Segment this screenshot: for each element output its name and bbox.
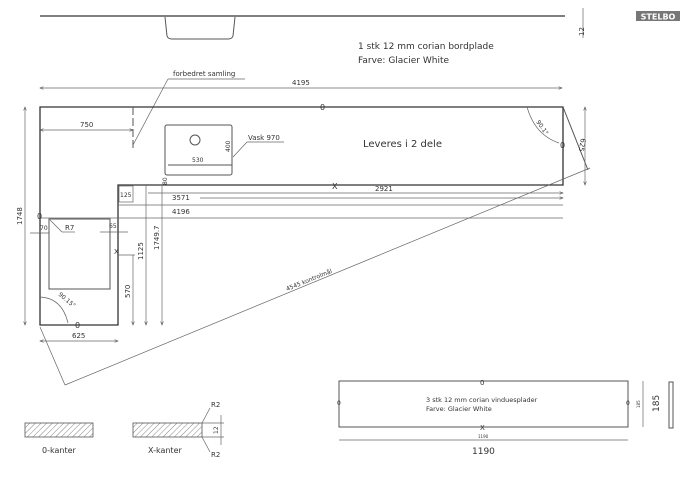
dim-3571: 3571 [172,194,190,202]
window-note-line2: Farve: Glacier White [426,405,492,413]
edge-detail-x: X-kanter R2 R2 12 [132,401,224,459]
dim-1748: 1748 [16,207,24,225]
o-marker: 0 [320,103,325,112]
o-edge-label: 0-kanter [42,446,77,455]
x-edge-label: X-kanter [148,446,182,455]
r2-top: R2 [211,401,220,409]
width-small: 1190 [478,434,489,439]
dim-125: 125 [120,192,132,199]
top-note-line2: Farve: Glacier White [358,56,449,66]
height-185: 185 [652,395,662,412]
svg-text:STELBO: STELBO [641,13,676,22]
r2-bottom: R2 [211,451,220,459]
dim-570: 570 [124,285,132,298]
dim-65: 65 [109,223,117,230]
sink-cutout: 530 400 80 Vask 970 [162,124,284,185]
angle-right: 90.1° [534,119,549,136]
dim-625-bottom: 625 [72,332,85,340]
dim-1749-7: 1749.7 [153,226,161,251]
dim-2921: 2921 [375,185,393,193]
countertop-outline [39,106,564,326]
x-marker: X [332,182,338,191]
control-measure: 4545 kontrolmål [285,268,333,293]
top-note-line1: 1 stk 12 mm corian bordplade [358,42,494,52]
width-1190: 1190 [472,447,495,457]
stelbo-logo: STELBO [636,11,680,22]
profile-thickness-label: 12 [578,27,586,36]
o-marker: 0 [37,212,42,221]
o-marker: 0 [626,400,630,407]
edge-thickness: 12 [213,426,220,434]
window-board: 0 0 0 X 3 stk 12 mm corian vinduesplader… [337,379,674,457]
o-marker: 0 [480,379,484,387]
edge-detail-o: 0-kanter [24,422,94,455]
dim-70: 70 [40,225,48,232]
delivery-note: Leveres i 2 dele [363,139,442,150]
x-marker: X [114,248,119,256]
left-cutout: 70 R7 65 [30,218,128,290]
dim-625-right: 625 [577,138,587,153]
sink-label: Vask 970 [248,134,280,142]
dim-4195: 4195 [292,79,310,87]
joint-label: forbedret samling [173,70,235,78]
side-profile: 12 [40,8,586,40]
window-note-line1: 3 stk 12 mm corian vinduesplader [426,396,538,404]
dim-1125: 1125 [137,242,145,260]
x-marker: X [480,424,485,432]
dim-4196: 4196 [172,208,190,216]
dim-530: 530 [192,157,204,164]
o-marker: 0 [560,141,565,150]
dim-400: 400 [225,140,232,152]
o-marker: 0 [75,321,80,330]
dim-750: 750 [80,121,93,129]
dim-80: 80 [162,177,169,185]
radius-label: R7 [65,224,74,232]
o-marker: 0 [337,400,341,407]
height-small: 185 [636,400,641,408]
angle-left: 90.15° [57,291,77,309]
